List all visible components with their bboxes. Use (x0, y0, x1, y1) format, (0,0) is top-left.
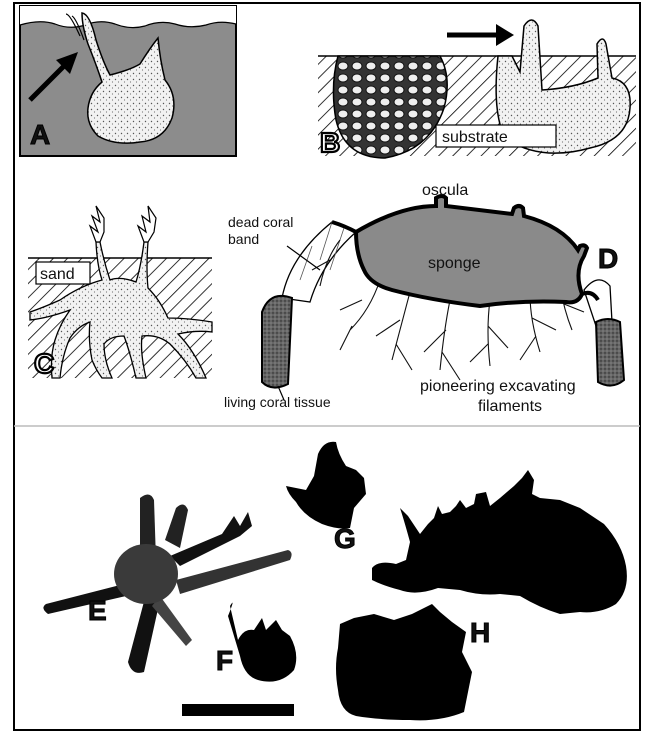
panel-letter-a: A (30, 119, 50, 150)
panel-letter-d: D (598, 243, 618, 274)
substrate-label: substrate (442, 129, 508, 146)
pioneering-label-line2: filaments (478, 398, 542, 415)
pioneering-label-line1: pioneering excavating (420, 378, 576, 395)
scale-bar (182, 704, 294, 716)
dead-coral-label-line2: band (228, 231, 259, 247)
panel-letter-c: C (34, 348, 54, 379)
label-f: F (216, 645, 233, 676)
label-h: H (470, 617, 490, 648)
panel-letter-b: B (320, 127, 340, 158)
sponge-label: sponge (428, 255, 481, 272)
living-coral-label: living coral tissue (224, 394, 331, 410)
panel-a: A (20, 6, 236, 156)
dead-coral-label-line1: dead coral (228, 214, 293, 230)
oscula-label: oscula (422, 182, 468, 199)
sand-label: sand (40, 266, 75, 283)
label-g: G (334, 523, 356, 554)
label-e: E (88, 595, 107, 626)
